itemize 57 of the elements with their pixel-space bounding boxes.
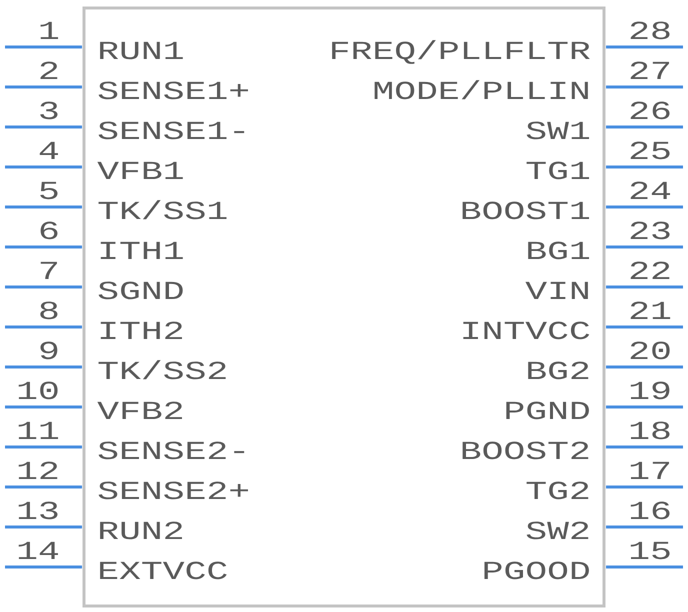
pin-number: 28: [630, 22, 670, 40]
pin-number: 1: [40, 22, 58, 39]
pin-name: PGND: [506, 402, 589, 420]
pin-number: 3: [40, 102, 58, 120]
pin-number: 7: [40, 262, 57, 279]
pin-name: BOOST1: [462, 202, 590, 220]
pin-name: ITH2: [100, 322, 182, 339]
pin-number: 15: [630, 542, 670, 560]
pin-number: 19: [630, 382, 670, 400]
pin-name: RUN1: [100, 42, 183, 60]
pin-name: BOOST2: [462, 442, 588, 460]
pin-name: RUN2: [100, 522, 182, 540]
pin-name: SGND: [98, 282, 183, 300]
pin-number: 13: [18, 502, 58, 520]
pin-name: VFB1: [97, 162, 183, 179]
pin-name: SENSE1-: [98, 122, 244, 140]
pin-name: TG2: [526, 482, 588, 500]
pin-number: 21: [630, 302, 670, 319]
pin-number: 20: [630, 342, 670, 360]
pin-number: 24: [630, 182, 670, 199]
pin-name: VIN: [525, 282, 588, 299]
pin-number: 14: [18, 542, 58, 559]
pin-name: INTVCC: [463, 322, 590, 340]
pin-number: 5: [40, 182, 58, 200]
pin-name: SENSE2+: [98, 482, 248, 500]
pin-number: 2: [40, 62, 58, 79]
pin-number: 17: [630, 462, 670, 479]
pin-name: BG1: [528, 242, 590, 260]
pin-number: 9: [40, 342, 58, 360]
pin-number: 25: [630, 142, 670, 160]
pin-number: 6: [40, 222, 58, 240]
pin-name: SW2: [526, 522, 588, 540]
pin-number: 8: [40, 302, 58, 320]
pin-number: 23: [630, 222, 670, 240]
pin-name: FREQ/PLLFLTR: [332, 40, 590, 64]
pin-name: SENSE2-: [98, 442, 244, 460]
pin-name: ITH1: [100, 242, 183, 259]
pin-name: TK/SS2: [98, 360, 226, 380]
chip-body: [82, 6, 606, 608]
pin-name: SW1: [526, 122, 590, 140]
pin-number: 4: [40, 142, 58, 159]
pin-number: 12: [18, 462, 58, 479]
pin-number: 16: [630, 502, 670, 520]
pin-name: VFB2: [97, 402, 182, 419]
pin-name: TK/SS1: [98, 200, 226, 220]
pin-number: 10: [18, 382, 58, 400]
pin-number: 27: [630, 62, 670, 79]
pin-number: 26: [630, 102, 670, 120]
pin-name: MODE/PLLIN: [374, 80, 588, 100]
pin-name: SENSE1+: [98, 82, 248, 100]
pin-name: EXTVCC: [100, 562, 227, 580]
pin-name: PGOOD: [484, 562, 589, 580]
pin-name: BG2: [528, 362, 588, 380]
pin-number: 22: [630, 262, 670, 279]
pin-name: TG1: [526, 162, 590, 180]
pin-number: 11: [18, 422, 58, 439]
pin-number: 18: [630, 422, 670, 440]
